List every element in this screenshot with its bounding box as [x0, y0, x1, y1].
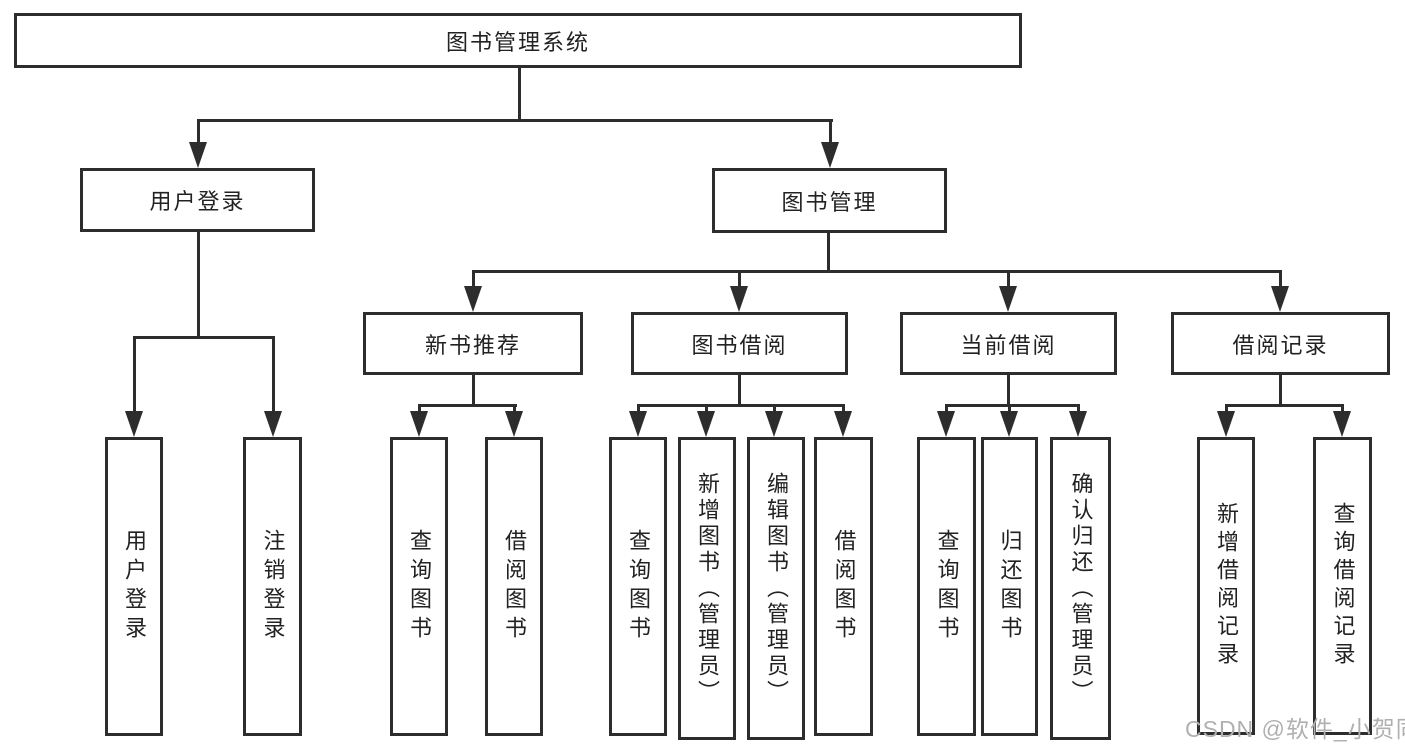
node-new-book-recommend-label: 新书推荐 — [424, 332, 521, 358]
leaf-borrow-books-borrowing: 借阅图书 — [814, 437, 873, 736]
connector-line — [472, 270, 1282, 273]
leaf-add-books-admin: 新增图书（管理员） — [678, 437, 736, 740]
leaf-add-borrow-record-label: 新增借阅记录 — [1214, 502, 1239, 670]
arrow-down-icon — [1000, 411, 1018, 437]
leaf-edit-books-admin-label: 编辑图书（管理员） — [764, 471, 789, 706]
leaf-query-books-recommend: 查询图书 — [390, 437, 448, 736]
connector-line — [945, 404, 1080, 407]
leaf-query-books-borrowing-label: 查询图书 — [626, 528, 651, 645]
connector-line — [418, 404, 517, 407]
connector-line — [272, 336, 275, 416]
connector-line — [738, 270, 741, 290]
leaf-confirm-return-admin: 确认归还（管理员） — [1050, 437, 1111, 740]
connector-line — [829, 119, 832, 149]
leaf-return-books-label: 归还图书 — [997, 528, 1023, 645]
arrow-down-icon — [1069, 411, 1087, 437]
node-user-login: 用户登录 — [80, 168, 315, 232]
connector-line — [518, 66, 521, 122]
arrow-down-icon — [730, 286, 748, 312]
arrow-down-icon — [464, 286, 482, 312]
node-current-borrowing-label: 当前借阅 — [960, 332, 1057, 358]
arrow-down-icon — [125, 411, 143, 437]
node-book-borrowing-label: 图书借阅 — [691, 332, 788, 358]
connector-line — [1007, 270, 1010, 290]
node-current-borrowing: 当前借阅 — [900, 312, 1117, 375]
connector-line — [738, 373, 741, 407]
leaf-query-borrow-record: 查询借阅记录 — [1313, 437, 1372, 735]
node-book-management-label: 图书管理 — [781, 189, 878, 215]
leaf-borrow-books-borrowing-label: 借阅图书 — [831, 528, 857, 645]
leaf-query-books-borrowing: 查询图书 — [609, 437, 667, 736]
arrow-down-icon — [834, 411, 852, 437]
arrow-down-icon — [697, 411, 715, 437]
node-borrowing-records: 借阅记录 — [1171, 312, 1390, 375]
connector-line — [472, 270, 475, 290]
arrow-down-icon — [999, 286, 1017, 312]
leaf-add-borrow-record: 新增借阅记录 — [1197, 437, 1255, 735]
node-book-management: 图书管理 — [712, 168, 947, 233]
connector-line — [197, 119, 833, 122]
arrow-down-icon — [1271, 286, 1289, 312]
leaf-query-books-current: 查询图书 — [917, 437, 976, 736]
node-root-label: 图书管理系统 — [445, 29, 590, 55]
leaf-confirm-return-admin-label: 确认归还（管理员） — [1068, 471, 1094, 706]
leaf-borrow-books-recommend-label: 借阅图书 — [502, 528, 527, 645]
arrow-down-icon — [410, 411, 428, 437]
csdn-watermark: CSDN @软件_小贺同学 — [1185, 716, 1405, 742]
arrow-down-icon — [264, 411, 282, 437]
arrow-down-icon — [505, 411, 523, 437]
arrow-down-icon — [821, 142, 839, 168]
connector-line — [827, 231, 830, 273]
connector-line — [197, 230, 200, 339]
leaf-return-books: 归还图书 — [981, 437, 1038, 736]
node-new-book-recommend: 新书推荐 — [363, 312, 583, 375]
leaf-logout-label: 注销登录 — [260, 528, 286, 645]
connector-line — [637, 404, 845, 407]
arrow-down-icon — [629, 411, 647, 437]
leaf-logout: 注销登录 — [243, 437, 302, 736]
connector-line — [1007, 373, 1010, 407]
leaf-user-login: 用户登录 — [105, 437, 163, 736]
leaf-add-books-admin-label: 新增图书（管理员） — [695, 471, 720, 706]
connector-line — [472, 373, 475, 407]
leaf-query-borrow-record-label: 查询借阅记录 — [1330, 502, 1356, 670]
node-book-borrowing: 图书借阅 — [631, 312, 848, 375]
leaf-user-login-label: 用户登录 — [122, 528, 147, 645]
arrow-down-icon — [1333, 411, 1351, 437]
leaf-query-books-recommend-label: 查询图书 — [407, 528, 432, 645]
connector-line — [1279, 270, 1282, 290]
leaf-edit-books-admin: 编辑图书（管理员） — [747, 437, 805, 740]
arrow-down-icon — [189, 142, 207, 168]
arrow-down-icon — [765, 411, 783, 437]
node-borrowing-records-label: 借阅记录 — [1232, 332, 1329, 358]
connector-line — [1279, 373, 1282, 407]
connector-line — [133, 336, 275, 339]
connector-line — [133, 336, 136, 416]
arrow-down-icon — [937, 411, 955, 437]
leaf-borrow-books-recommend: 借阅图书 — [485, 437, 543, 736]
node-root: 图书管理系统 — [14, 13, 1022, 68]
connector-line — [1225, 404, 1344, 407]
node-user-login-label: 用户登录 — [149, 189, 246, 214]
arrow-down-icon — [1217, 411, 1235, 437]
connector-line — [197, 119, 200, 149]
leaf-query-books-current-label: 查询图书 — [934, 528, 960, 645]
